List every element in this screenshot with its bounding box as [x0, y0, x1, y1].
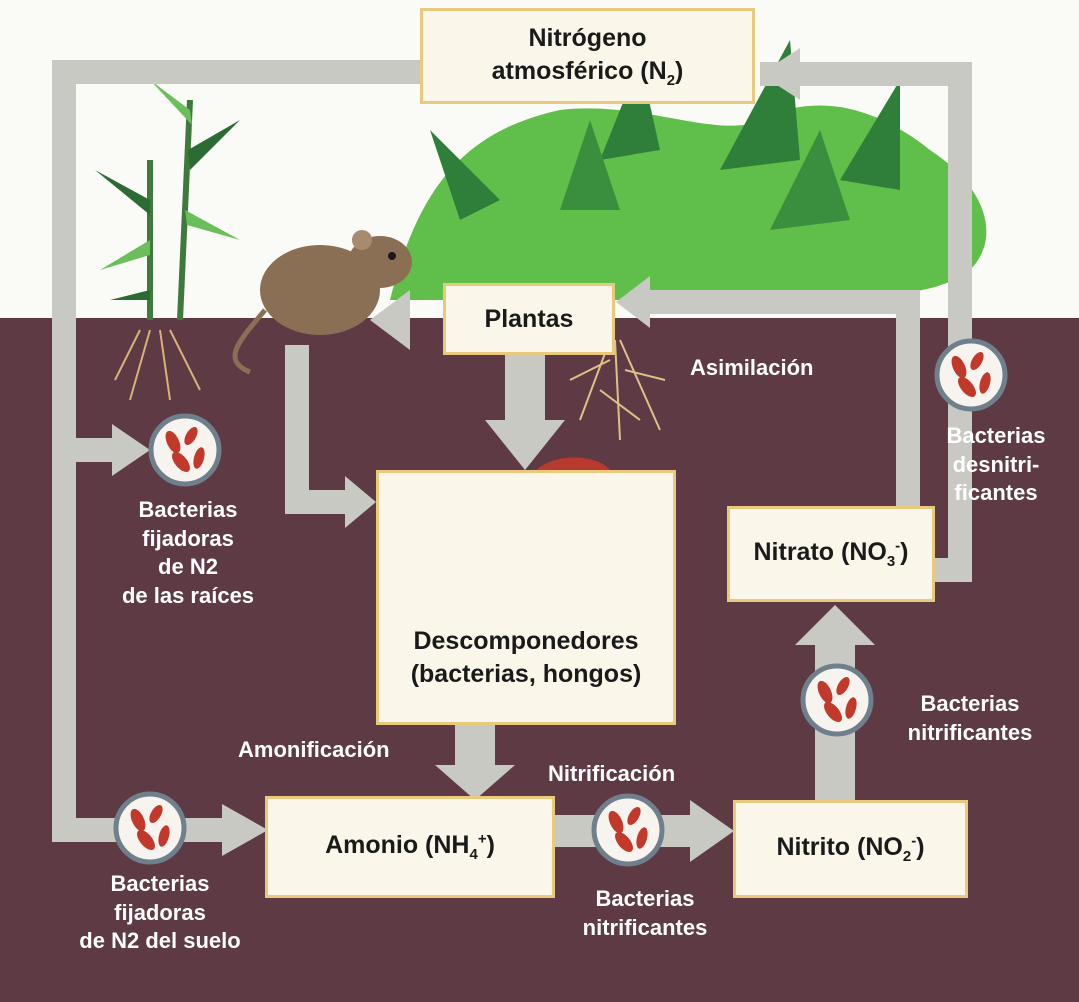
root-fixers-line-3: de N2 — [88, 553, 288, 582]
denitrifiers-line-2: desnitri- — [916, 451, 1076, 480]
atmospheric-nitrogen-line1: Nitrógeno — [528, 22, 646, 55]
root-bacteria-icon — [151, 416, 219, 484]
ammonium-subscript: 4 — [469, 846, 477, 863]
nitrate-subscript: 3 — [887, 553, 895, 570]
denitrifiers-line-3: ficantes — [916, 479, 1076, 508]
root-fixing-bacteria-label: Bacterias fijadoras de N2 de las raíces — [88, 496, 288, 610]
ammonium-close: ) — [487, 831, 495, 859]
decomposers-line1: Descomponedores — [413, 625, 638, 658]
decomposers-box: Descomponedores (bacterias, hongos) — [376, 470, 676, 725]
arrow-plants-down — [505, 355, 545, 425]
nitrite-label: Nitrito (NO2-) — [776, 831, 924, 867]
soil-fixers-line-1: Bacterias — [45, 870, 275, 899]
soil-fixing-bacteria-label: Bacterias fijadoras de N2 del suelo — [45, 870, 275, 956]
nitrifying-bacteria-bottom-label: Bacterias nitrificantes — [555, 885, 735, 942]
ammonium-formula: Amonio (NH — [325, 831, 469, 859]
nitrite-close: ) — [916, 833, 924, 861]
root-fixers-line-2: fijadoras — [88, 525, 288, 554]
denitrifiers-line-1: Bacterias — [916, 422, 1076, 451]
nitrate-box: Nitrato (NO3-) — [727, 506, 935, 602]
assimilation-label: Asimilación — [690, 354, 813, 383]
arrow-mouse-right — [285, 490, 350, 514]
nitrifying-bacteria-right-icon — [803, 666, 871, 734]
soil-fixers-line-2: fijadoras — [45, 899, 275, 928]
plants-label: Plantas — [485, 303, 574, 336]
nitrate-formula: Nitrato (NO — [754, 538, 887, 566]
nitrifiers-right-line-1: Bacterias — [880, 690, 1060, 719]
arrow-nitrate-out — [935, 558, 972, 582]
soil-bacteria-icon — [116, 794, 184, 862]
root-fixers-line-4: de las raíces — [88, 582, 288, 611]
atmospheric-nitrogen-line2: atmosférico (N2) — [492, 55, 684, 91]
nitrate-label: Nitrato (NO3-) — [754, 536, 909, 572]
ammonium-superscript: + — [478, 831, 487, 848]
ammonification-label: Amonificación — [238, 736, 390, 765]
arrow-decomposers-down — [455, 725, 495, 770]
nitrifying-bacteria-right-label: Bacterias nitrificantes — [880, 690, 1060, 747]
nitrite-subscript: 2 — [903, 848, 911, 865]
arrow-to-root-bacteria — [52, 438, 122, 462]
decomposers-line2: (bacterias, hongos) — [411, 658, 642, 691]
arrow-left-top — [52, 60, 422, 84]
atmospheric-nitrogen-close: ) — [675, 57, 683, 85]
nitrifiers-right-line-2: nitrificantes — [880, 719, 1060, 748]
arrow-mouse-down — [285, 345, 309, 510]
nitrification-label: Nitrificación — [548, 760, 675, 789]
atmospheric-nitrogen-formula: atmosférico (N — [492, 57, 667, 85]
nitrifiers-bottom-line-2: nitrificantes — [555, 914, 735, 943]
arrow-assimilation-top — [650, 290, 920, 314]
ammonium-box: Amonio (NH4+) — [265, 796, 555, 898]
atmospheric-nitrogen-subscript: 2 — [667, 72, 675, 89]
nitrate-close: ) — [900, 538, 908, 566]
nitrite-formula: Nitrito (NO — [776, 833, 902, 861]
nitrifying-bacteria-bottom-icon — [594, 796, 662, 864]
nitrite-box: Nitrito (NO2-) — [733, 800, 968, 898]
ammonium-label: Amonio (NH4+) — [325, 829, 495, 865]
root-fixers-line-1: Bacterias — [88, 496, 288, 525]
denitrifying-bacteria-label: Bacterias desnitri- ficantes — [916, 422, 1076, 508]
denitrifying-bacteria-icon — [937, 341, 1005, 409]
soil-fixers-line-3: de N2 del suelo — [45, 927, 275, 956]
atmospheric-nitrogen-box: Nitrógeno atmosférico (N2) — [420, 8, 755, 104]
plants-box: Plantas — [443, 283, 615, 355]
nitrifiers-bottom-line-1: Bacterias — [555, 885, 735, 914]
